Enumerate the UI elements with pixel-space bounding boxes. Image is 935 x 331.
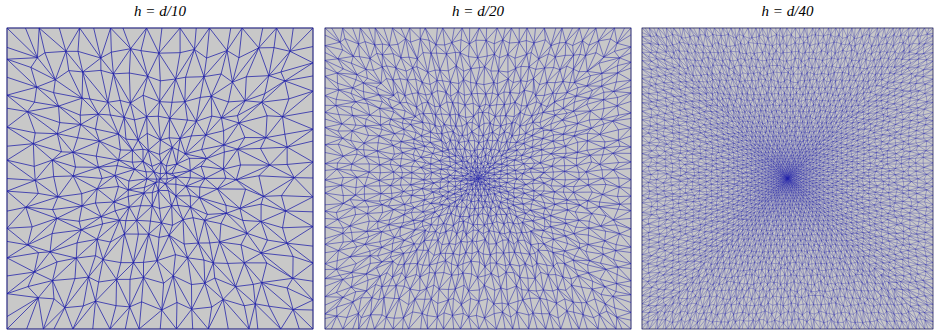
panel-title: h = d/10 [134,3,186,20]
mesh-panel [7,28,313,329]
mesh-panel [325,28,631,329]
triangle-mesh [7,28,313,329]
triangle-mesh [325,28,631,329]
mesh-panel [642,28,933,329]
panel-title: h = d/20 [452,3,504,20]
triangle-mesh [642,28,933,329]
panel-title: h = d/40 [762,3,814,20]
